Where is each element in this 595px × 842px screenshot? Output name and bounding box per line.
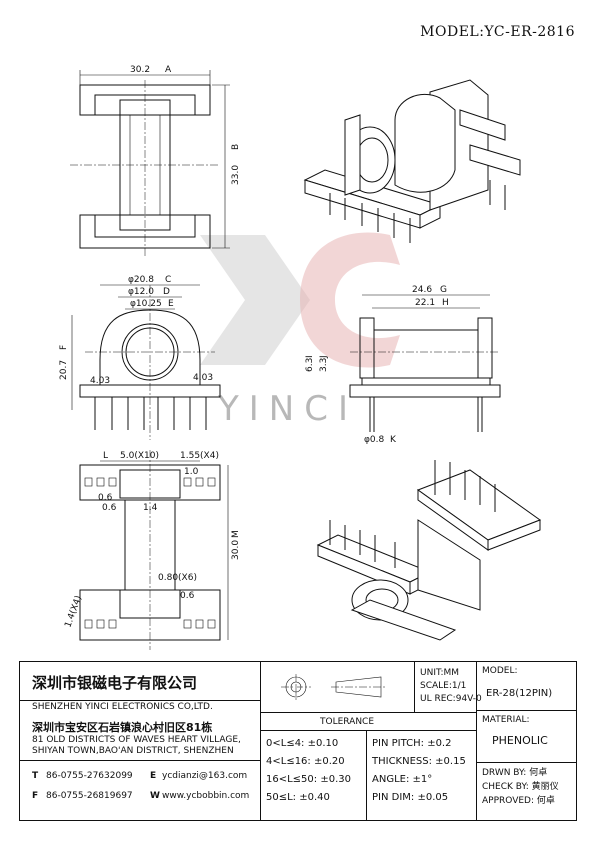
material-value: PHENOLIC <box>492 734 548 747</box>
tolerance-right-4: PIN DIM: ±0.05 <box>372 792 449 803</box>
top-view: 30.2 A 33.0 B <box>70 65 241 258</box>
tolerance-right-2: THICKNESS: ±0.15 <box>372 756 466 767</box>
dim-front-height-tag: F <box>59 345 69 350</box>
dim-side-w2-tag: H <box>442 298 449 308</box>
tolerance-left-4: 50≤L: ±0.40 <box>266 792 330 803</box>
company-name-en: SHENZHEN YINCI ELECTRONICS CO,LTD. <box>32 702 213 712</box>
dim-bottom-s1: 0.6 <box>102 503 117 513</box>
tolerance-left-2: 4<L≤16: ±0.20 <box>266 756 345 767</box>
front-view: φ20.8 C φ12.0 D φ10.25 E 4.03 4.03 20.7 … <box>59 275 221 440</box>
dim-bottom-height-tag: M <box>231 530 241 538</box>
dim-side-h1-tag: I <box>305 355 315 358</box>
tel-label: T <box>32 771 39 781</box>
title-block: 深圳市银磁电子有限公司 SHENZHEN YINCI ELECTRONICS C… <box>19 661 577 821</box>
bottom-view: L 5.0(X10) 1.55(X4) 0.6 1.4 1.0 0.6 0.80… <box>63 450 241 650</box>
dim-bottom-n: 0.6 <box>98 493 113 503</box>
dim-side-h2: 3.3 <box>319 358 329 372</box>
web-value: www.ycbobbin.com <box>162 791 250 801</box>
dim-front-left: 4.03 <box>90 376 110 386</box>
unit-text: UNIT:MM <box>420 668 460 678</box>
dim-bottom-pitch-tag: L <box>103 451 108 461</box>
fax-value: 86-0755-26819697 <box>46 791 133 801</box>
email-label: E <box>150 771 157 781</box>
dim-top-height-tag: B <box>231 144 241 150</box>
dim-bottom-r: 1.0 <box>184 467 199 477</box>
tel-value: 86-0755-27632099 <box>46 771 133 781</box>
dim-front-d2: φ12.0 <box>128 287 154 297</box>
tolerance-left-3: 16<L≤50: ±0.30 <box>266 774 351 785</box>
dim-side-pin-tag: K <box>390 435 397 445</box>
dim-side-w1-tag: G <box>440 285 447 295</box>
dim-top-width-tag: A <box>165 65 172 75</box>
tolerance-title: TOLERANCE <box>320 717 375 727</box>
iso-view-bottom <box>316 460 542 641</box>
dim-side-h1: 6.3 <box>305 358 315 372</box>
watermark-text: YINCI <box>217 389 358 429</box>
dim-front-right: 4.03 <box>193 373 213 383</box>
dim-front-d3: φ10.25 <box>130 299 162 309</box>
tolerance-right-3: ANGLE: ±1° <box>372 774 433 785</box>
side-view: 24.6 G 22.1 H 6.3 I 3.3 J φ0.8 K <box>305 285 501 445</box>
dim-front-height: 20.7 <box>59 360 69 380</box>
dim-bottom-slot: 0.80(X6) <box>158 573 197 583</box>
dim-bottom-pitch: 5.0(X10) <box>120 451 159 461</box>
tolerance-right-1: PIN PITCH: ±0.2 <box>372 738 452 749</box>
dim-top-height: 33.0 <box>231 165 241 185</box>
company-name-cn: 深圳市银磁电子有限公司 <box>32 674 198 692</box>
dim-bottom-s3: 0.6 <box>180 591 195 601</box>
company-address-en1: 81 OLD DISTRICTS OF WAVES HEART VILLAGE, <box>32 735 241 745</box>
iso-view-top <box>303 79 521 243</box>
ul-text: UL REC:94V-0 <box>420 694 482 704</box>
watermark-logo: YINCI <box>200 232 400 429</box>
dim-side-w1: 24.6 <box>412 285 432 295</box>
dim-front-d1-tag: C <box>165 275 171 285</box>
scale-text: SCALE:1/1 <box>420 681 467 691</box>
technical-drawing: YINCI 30.2 A 33.0 B <box>59 65 542 650</box>
approved-by: APPROVED: 何卓 <box>482 796 555 806</box>
dim-side-w2: 22.1 <box>415 298 435 308</box>
company-address-cn: 深圳市宝安区石岩镇浪心村旧区81栋 <box>32 721 213 734</box>
dim-bottom-height: 30.0 <box>231 540 241 560</box>
dim-side-h2-tag: J <box>319 355 329 359</box>
dim-front-d3-tag: E <box>168 299 174 309</box>
company-address-en2: SHIYAN TOWN,BAO'AN DISTRICT, SHENZHEN <box>32 746 234 756</box>
check-by: CHECK BY: 黄丽仪 <box>482 782 559 792</box>
drawn-by: DRWN BY: 何卓 <box>482 768 548 778</box>
model-number: MODEL:YC-ER-2816 <box>420 24 575 40</box>
dim-bottom-side: 1.4(X4) <box>63 594 84 629</box>
dim-bottom-edge: 1.55(X4) <box>180 451 219 461</box>
email-value: ycdianzi@163.com <box>162 771 248 781</box>
material-label: MATERIAL: <box>482 715 530 725</box>
model-label: MODEL: <box>482 666 518 676</box>
dim-front-d1: φ20.8 <box>128 275 154 285</box>
model-value: ER-28(12PIN) <box>486 688 553 699</box>
dim-top-width: 30.2 <box>130 65 150 75</box>
projection-symbol <box>261 662 414 712</box>
tolerance-left-1: 0<L≤4: ±0.10 <box>266 738 339 749</box>
fax-label: F <box>32 791 39 801</box>
web-label: W <box>150 791 160 801</box>
dim-bottom-s2: 1.4 <box>143 503 158 513</box>
dim-side-pin: φ0.8 <box>364 435 385 445</box>
dim-front-d2-tag: D <box>163 287 170 297</box>
